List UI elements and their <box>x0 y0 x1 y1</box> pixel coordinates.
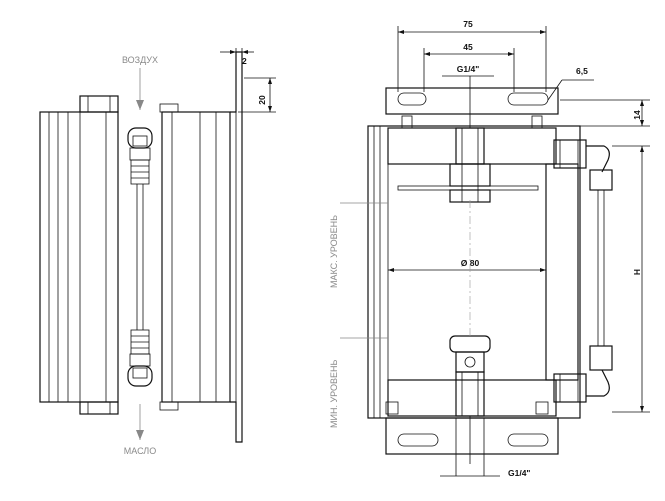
tank-body-left <box>39 111 119 403</box>
top-mounting-plate <box>385 87 559 115</box>
bottom-thread-fitting <box>449 335 491 417</box>
dim-14: 14 <box>632 110 642 120</box>
tank-outer <box>367 125 581 419</box>
dim-75: 75 <box>463 19 473 29</box>
upper-elbow-fitting <box>553 139 613 191</box>
section-view: 75 45 G1/4" 6,5 14 H Ø 80 <box>329 19 650 478</box>
dim-20: 20 <box>257 95 267 105</box>
right-wall-section <box>545 163 579 381</box>
label-air: ВОЗДУХ <box>122 55 158 65</box>
top-thread-fitting <box>449 127 491 203</box>
dim-h: H <box>632 269 642 275</box>
lower-elbow-fitting <box>553 345 613 403</box>
dim-45: 45 <box>463 42 473 52</box>
dim-thread-bottom: G1/4" <box>508 468 530 478</box>
side-view: ВОЗДУХ МАСЛО 2 20 <box>39 48 276 456</box>
air-fitting <box>79 95 119 113</box>
label-max-level: МАКС. УРОВЕНЬ <box>329 215 339 288</box>
dim-6-5: 6,5 <box>576 66 588 76</box>
dim-2: 2 <box>242 56 247 66</box>
tank-body-right <box>161 111 231 403</box>
top-cap-section <box>387 127 557 165</box>
label-oil: МАСЛО <box>124 446 156 456</box>
sight-glass <box>127 127 153 387</box>
baffle-plate <box>397 185 539 191</box>
bottom-cap-section <box>387 379 557 417</box>
label-min-level: МИН. УРОВЕНЬ <box>329 360 339 428</box>
dim-thread-top: G1/4" <box>457 64 479 74</box>
dim-diameter-80: Ø 80 <box>461 258 480 268</box>
mounting-bracket <box>230 51 243 443</box>
bottom-mounting-plate <box>385 417 559 455</box>
oil-fitting <box>79 401 119 415</box>
